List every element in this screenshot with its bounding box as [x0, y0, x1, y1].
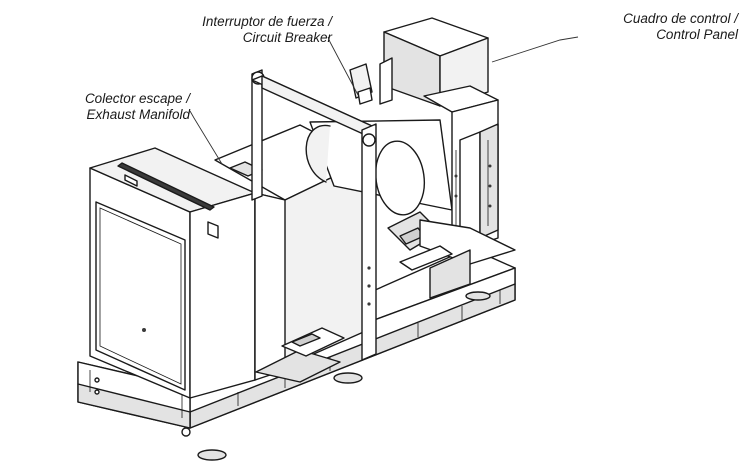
radiator-housing	[89, 147, 256, 399]
control-panel-label-es: Cuadro de control /	[623, 11, 738, 26]
exhaust-manifold-callout: Colector escape / Exhaust Manifold	[18, 91, 190, 123]
base-skid-frame	[77, 247, 516, 461]
exhaust-manifold-label-en: Exhaust Manifold	[86, 107, 190, 122]
alternator	[305, 119, 453, 251]
circuit-breaker-label-en: Circuit Breaker	[242, 30, 332, 45]
callout-leader-lines	[189, 36, 579, 165]
control-panel-label-en: Control Panel	[656, 27, 738, 42]
lifting-frame	[251, 63, 377, 361]
control-panel-callout: Cuadro de control / Control Panel	[560, 11, 738, 43]
circuit-breaker-label-es: Interruptor de fuerza /	[202, 14, 332, 29]
exhaust-manifold-label-es: Colector escape /	[84, 91, 190, 106]
circuit-breaker-callout: Interruptor de fuerza / Circuit Breaker	[122, 14, 332, 46]
control-panel-assembly	[379, 17, 516, 299]
